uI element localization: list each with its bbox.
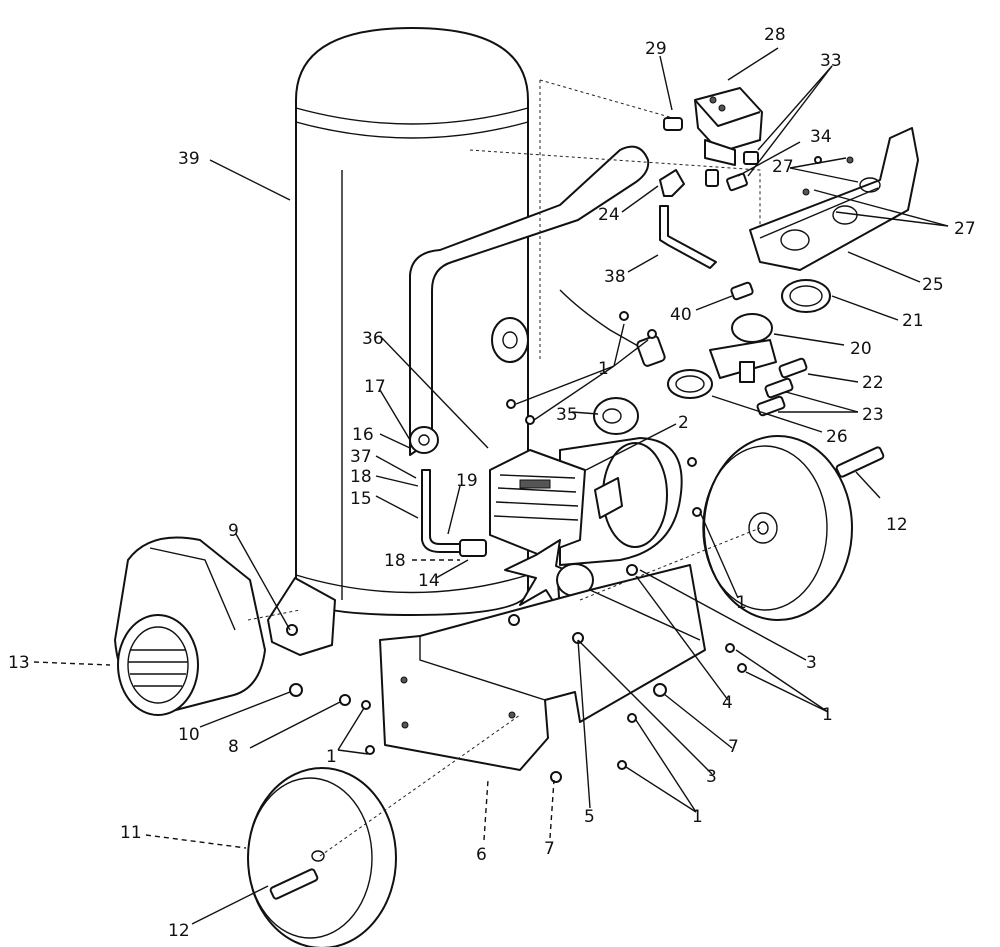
callout-9: 9 [228,521,239,541]
callout-40: 40 [670,305,692,325]
callout-23: 23 [862,405,884,425]
callout-14: 14 [418,571,440,591]
callout-27-right: 27 [954,219,976,239]
callout-3-lower: 3 [706,767,717,787]
fitting-29 [663,117,683,131]
callout-5: 5 [584,807,595,827]
callout-28: 28 [764,25,786,45]
callout-labels: 28 29 33 34 39 27 27 24 38 25 40 21 20 3… [8,25,976,941]
callout-27-top: 27 [772,157,794,177]
fittings-33-34 [705,151,759,192]
callout-21: 21 [902,311,924,331]
axis-guides [247,527,761,857]
filter-35 [593,397,639,435]
callout-12-right: 12 [886,515,908,535]
gauge-21 [781,279,831,313]
callout-18-lower: 18 [384,551,406,571]
callout-16: 16 [352,425,374,445]
callout-2: 2 [678,413,689,433]
couplers-22-23 [756,357,808,417]
callout-1-right: 1 [736,593,747,613]
callout-19: 19 [456,471,478,491]
gauge-26 [667,369,713,399]
callout-7-lower: 7 [544,839,555,859]
regulator-20 [709,313,777,383]
callout-24: 24 [598,205,620,225]
callout-3-upper: 3 [806,653,817,673]
callout-22: 22 [862,373,884,393]
alignment-lines [469,79,761,360]
callout-1-far-right: 1 [822,705,833,725]
callout-1-left: 1 [326,747,337,767]
base-shroud [379,564,706,771]
wheel-left [247,767,397,947]
callout-33: 33 [820,51,842,71]
callout-10: 10 [178,725,200,745]
callout-20: 20 [850,339,872,359]
hardware-bolts [286,156,822,783]
pressure-switch [694,87,763,166]
callout-34: 34 [810,127,832,147]
callout-7-upper: 7 [728,737,739,757]
callout-18-upper: 18 [350,467,372,487]
callout-15: 15 [350,489,372,509]
callout-11: 11 [120,823,142,843]
valve-16 [409,426,439,454]
callout-17: 17 [364,377,386,397]
callout-13: 13 [8,653,30,673]
callout-12-left: 12 [168,921,190,941]
callout-26: 26 [826,427,848,447]
callout-25: 25 [922,275,944,295]
callout-36: 36 [362,329,384,349]
callout-8: 8 [228,737,239,757]
fitting-40 [730,281,754,301]
axle-bolts [269,446,885,900]
tube-15 [421,469,487,557]
callout-35: 35 [556,405,578,425]
bracket-panel [749,127,919,271]
tube-38 [659,205,717,269]
wheel-right [702,435,853,621]
callout-1-upper: 1 [598,359,609,379]
callout-6: 6 [476,845,487,865]
leader-lines [33,47,949,925]
callout-39: 39 [178,149,200,169]
callout-1-bottom: 1 [692,807,703,827]
shroud-cover [114,536,266,716]
elbow-24 [659,169,685,197]
callout-38: 38 [604,267,626,287]
callout-29: 29 [645,39,667,59]
callout-4: 4 [722,693,733,713]
tank-foot [267,577,336,656]
pump-head [489,449,586,556]
motor-assembly [559,437,683,566]
callout-37: 37 [350,447,372,467]
